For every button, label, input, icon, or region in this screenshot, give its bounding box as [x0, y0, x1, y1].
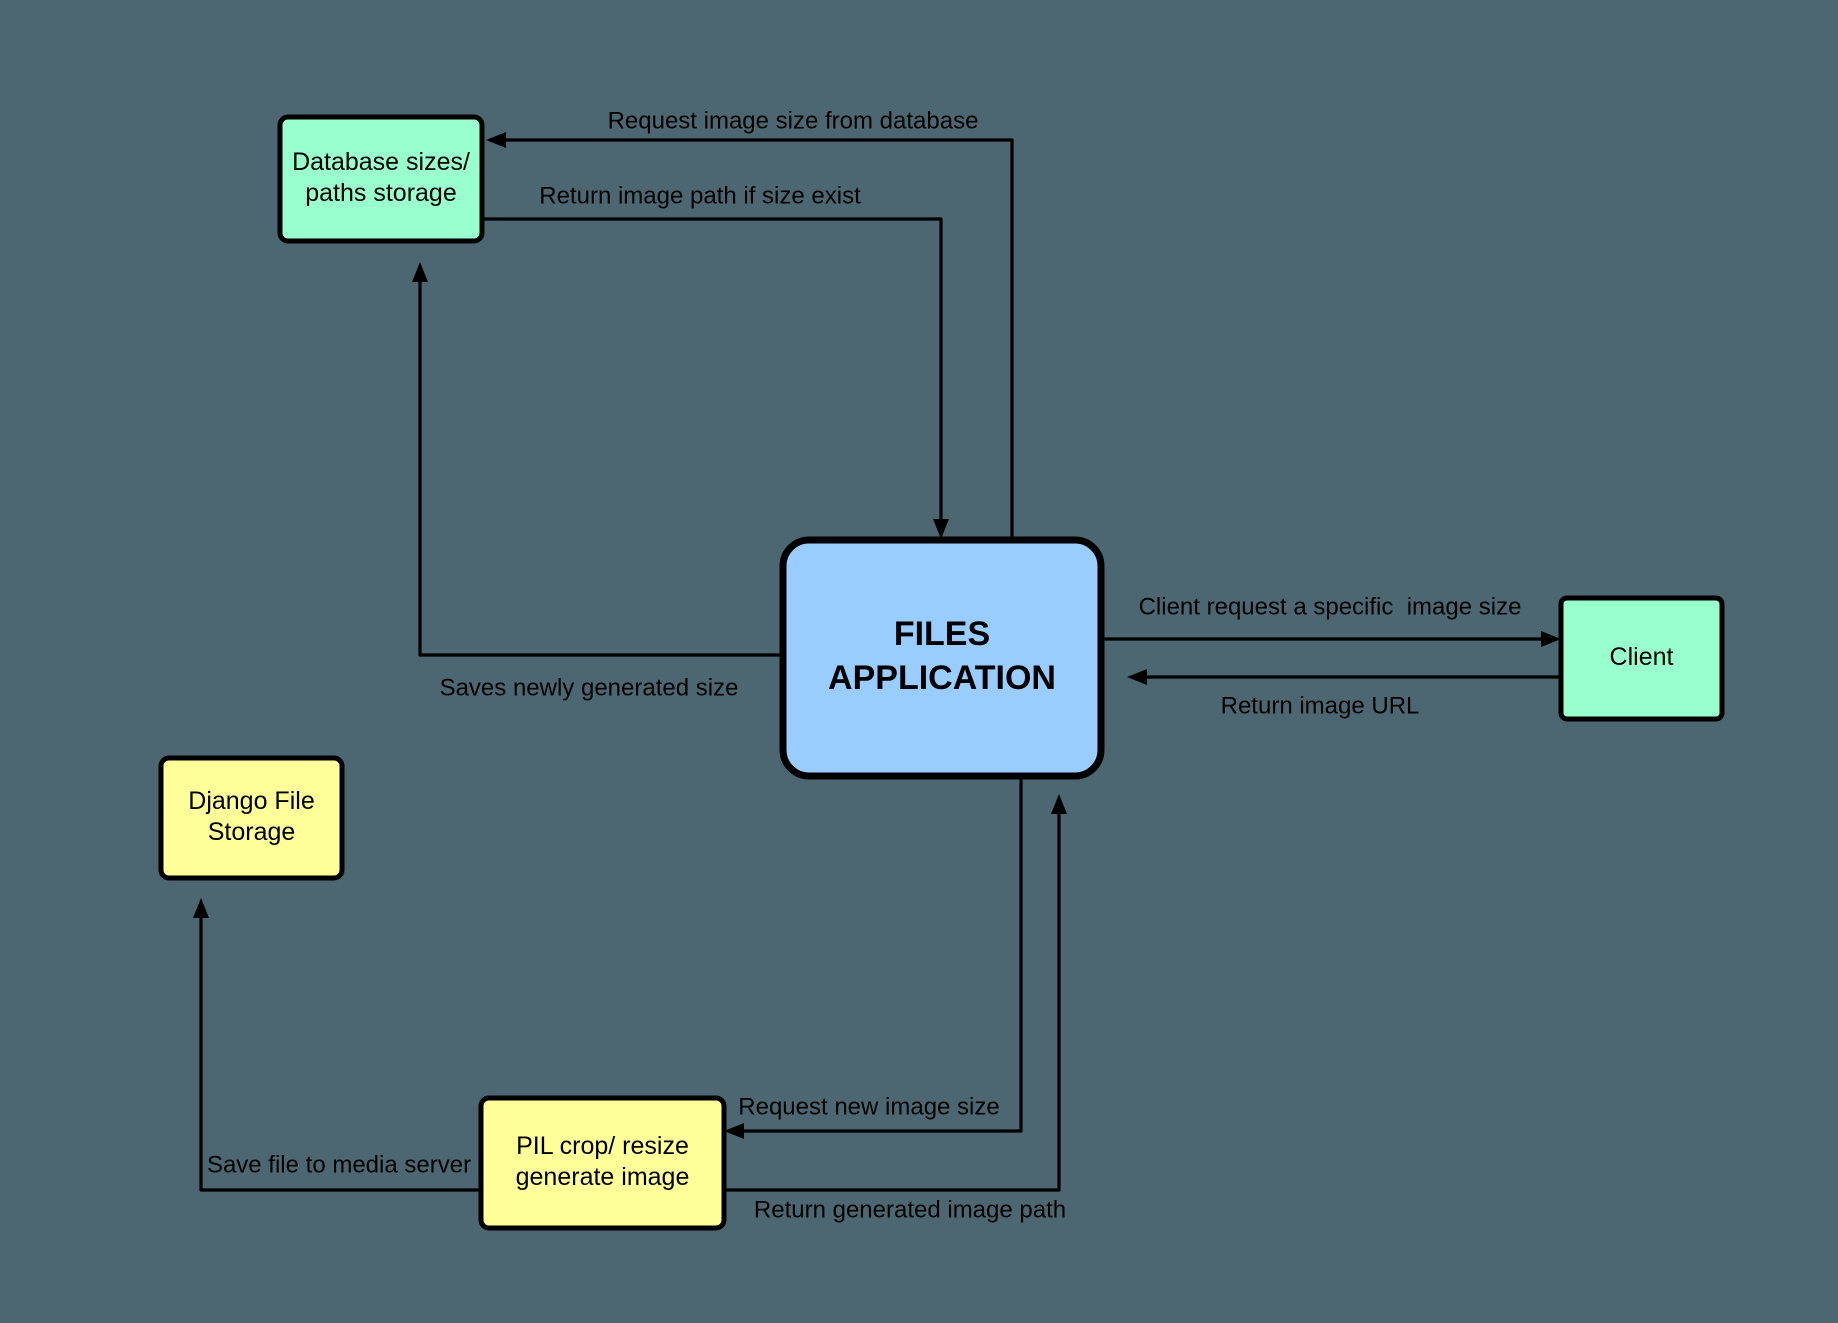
edge-saves-newly-generated-size-label: Saves newly generated size	[440, 674, 739, 701]
edge-save-file-to-media-server-arrowhead-icon	[193, 898, 209, 918]
database-node-label-line-1: paths storage	[305, 179, 457, 207]
edge-save-file-to-media-server	[193, 898, 481, 1192]
files-application-node-label-line-1: APPLICATION	[828, 659, 1056, 697]
edge-saves-newly-generated-size-arrowhead-icon	[412, 262, 428, 282]
files-application-node-box[interactable]	[779, 536, 1105, 780]
pil-node-label-line-0: PIL crop/ resize	[516, 1132, 689, 1160]
edge-return-image-url-arrowhead-icon	[1127, 669, 1147, 685]
django-file-storage-node-box[interactable]	[158, 755, 345, 881]
edge-return-image-path-if-size-exist-label: Return image path if size exist	[539, 182, 861, 209]
edge-request-image-size-from-database-line	[504, 138, 1014, 540]
pil-node-label-line-1: generate image	[516, 1163, 690, 1191]
edge-request-image-size-from-database	[486, 132, 1014, 540]
edge-request-new-image-size-label: Request new image size	[738, 1093, 999, 1120]
database-node[interactable]: Database sizes/paths storage	[277, 114, 485, 244]
client-node-label-line-0: Client	[1610, 643, 1674, 671]
database-node-box[interactable]	[277, 114, 485, 244]
pil-node[interactable]: PIL crop/ resize generate image	[478, 1095, 727, 1231]
edge-return-generated-image-path-arrowhead-icon	[1051, 794, 1067, 814]
edge-return-generated-image-path-label: Return generated image path	[754, 1196, 1066, 1223]
client-node-box[interactable]	[1558, 595, 1725, 722]
edge-saves-newly-generated-size-line	[418, 280, 783, 657]
edge-request-new-image-size	[724, 776, 1023, 1139]
edges-layer	[193, 132, 1561, 1192]
edge-save-file-to-media-server-label: Save file to media server	[207, 1151, 471, 1178]
edge-save-file-to-media-server-line	[199, 916, 481, 1192]
edge-return-image-url-label: Return image URL	[1221, 692, 1420, 719]
files-application-node[interactable]: FILES APPLICATION	[779, 536, 1105, 780]
edge-return-generated-image-path-line	[724, 812, 1061, 1192]
database-node-label-line-0: Database sizes/	[292, 148, 470, 176]
edge-request-image-size-from-database-label: Request image size from database	[608, 107, 979, 134]
edge-client-request-a-specific-image-size-arrowhead-icon	[1541, 631, 1561, 647]
django-file-storage-node-label-line-0: Django File	[188, 787, 314, 815]
edge-return-image-path-if-size-exist	[482, 217, 949, 539]
pil-node-box[interactable]	[478, 1095, 727, 1231]
edge-client-request-a-specific-image-size-label: Client request a specific image size	[1139, 593, 1522, 620]
edge-request-new-image-size-line	[742, 776, 1023, 1133]
files-application-node-label-line-0: FILES	[894, 615, 990, 653]
edge-saves-newly-generated-size	[412, 262, 783, 657]
client-node[interactable]: Client	[1558, 595, 1725, 722]
django-file-storage-node-label-line-1: Storage	[208, 818, 296, 846]
edge-request-image-size-from-database-arrowhead-icon	[486, 132, 506, 148]
edge-request-new-image-size-arrowhead-icon	[724, 1123, 744, 1139]
edge-return-image-path-if-size-exist-line	[482, 217, 943, 521]
edge-return-image-path-if-size-exist-arrowhead-icon	[933, 519, 949, 539]
edge-return-generated-image-path	[724, 794, 1067, 1192]
edge-client-request-a-specific-image-size	[1101, 631, 1561, 647]
edge-return-image-url	[1127, 669, 1561, 685]
